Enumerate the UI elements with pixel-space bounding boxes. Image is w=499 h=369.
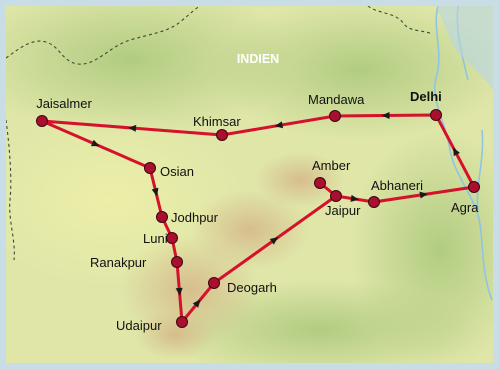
route-arrow bbox=[350, 194, 359, 202]
label-jaisalmer: Jaisalmer bbox=[36, 96, 92, 111]
borders bbox=[5, 5, 433, 261]
label-delhi: Delhi bbox=[410, 89, 442, 104]
label-jaipur: Jaipur bbox=[325, 203, 361, 218]
route-arrow bbox=[90, 139, 100, 147]
stop-abhaneri[interactable] bbox=[368, 196, 380, 208]
label-udaipur: Udaipur bbox=[116, 318, 162, 333]
river-yamuna bbox=[433, 5, 493, 301]
border-east bbox=[367, 5, 433, 35]
stop-jaipur[interactable] bbox=[330, 190, 342, 202]
label-abhaneri: Abhaneri bbox=[371, 178, 423, 193]
route-arrow bbox=[192, 299, 201, 308]
route-arrow bbox=[175, 287, 183, 296]
label-osian: Osian bbox=[160, 164, 194, 179]
label-jodhpur: Jodhpur bbox=[171, 210, 219, 225]
stop-deogarh[interactable] bbox=[208, 277, 220, 289]
terrain-northeast bbox=[210, 0, 499, 140]
river-branch-2 bbox=[476, 129, 484, 211]
stop-agra[interactable] bbox=[468, 181, 480, 193]
label-deogarh: Deogarh bbox=[227, 280, 277, 295]
stop-jodhpur[interactable] bbox=[156, 211, 168, 223]
stop-luni[interactable] bbox=[166, 232, 178, 244]
label-ranakpur: Ranakpur bbox=[90, 255, 147, 270]
route-arrow bbox=[151, 187, 159, 197]
route-arrow bbox=[128, 124, 137, 132]
label-luni: Luni bbox=[143, 231, 168, 246]
stop-udaipur[interactable] bbox=[176, 316, 188, 328]
river-east-area bbox=[436, 6, 493, 90]
stop-osian[interactable] bbox=[144, 162, 156, 174]
border-west bbox=[5, 119, 15, 261]
stop-amber[interactable] bbox=[314, 177, 326, 189]
aravalli-hills-2 bbox=[190, 190, 310, 270]
aravalli-hills-3 bbox=[255, 152, 345, 208]
labels: INDIEN Jaisalmer Osian Jodhpur Luni Rana… bbox=[36, 52, 479, 333]
label-amber: Amber bbox=[312, 158, 351, 173]
stop-delhi[interactable] bbox=[430, 109, 442, 121]
stops bbox=[36, 109, 480, 328]
stop-jaisalmer[interactable] bbox=[36, 115, 48, 127]
stop-mandawa[interactable] bbox=[329, 110, 341, 122]
border-northwest bbox=[5, 5, 201, 65]
label-agra: Agra bbox=[451, 200, 479, 215]
stop-khimsar[interactable] bbox=[216, 129, 228, 141]
stop-ranakpur[interactable] bbox=[171, 256, 183, 268]
route-arrow bbox=[381, 111, 390, 119]
country-label: INDIEN bbox=[237, 52, 279, 66]
route-arrow bbox=[269, 237, 279, 245]
terrain-north bbox=[0, 0, 300, 135]
route-arrow bbox=[274, 121, 284, 129]
label-mandawa: Mandawa bbox=[308, 92, 365, 107]
label-khimsar: Khimsar bbox=[193, 114, 241, 129]
route-arrows bbox=[90, 111, 460, 308]
route-arrow bbox=[419, 191, 428, 199]
route-arrow bbox=[453, 147, 460, 157]
aravalli-hills-4 bbox=[135, 310, 215, 360]
